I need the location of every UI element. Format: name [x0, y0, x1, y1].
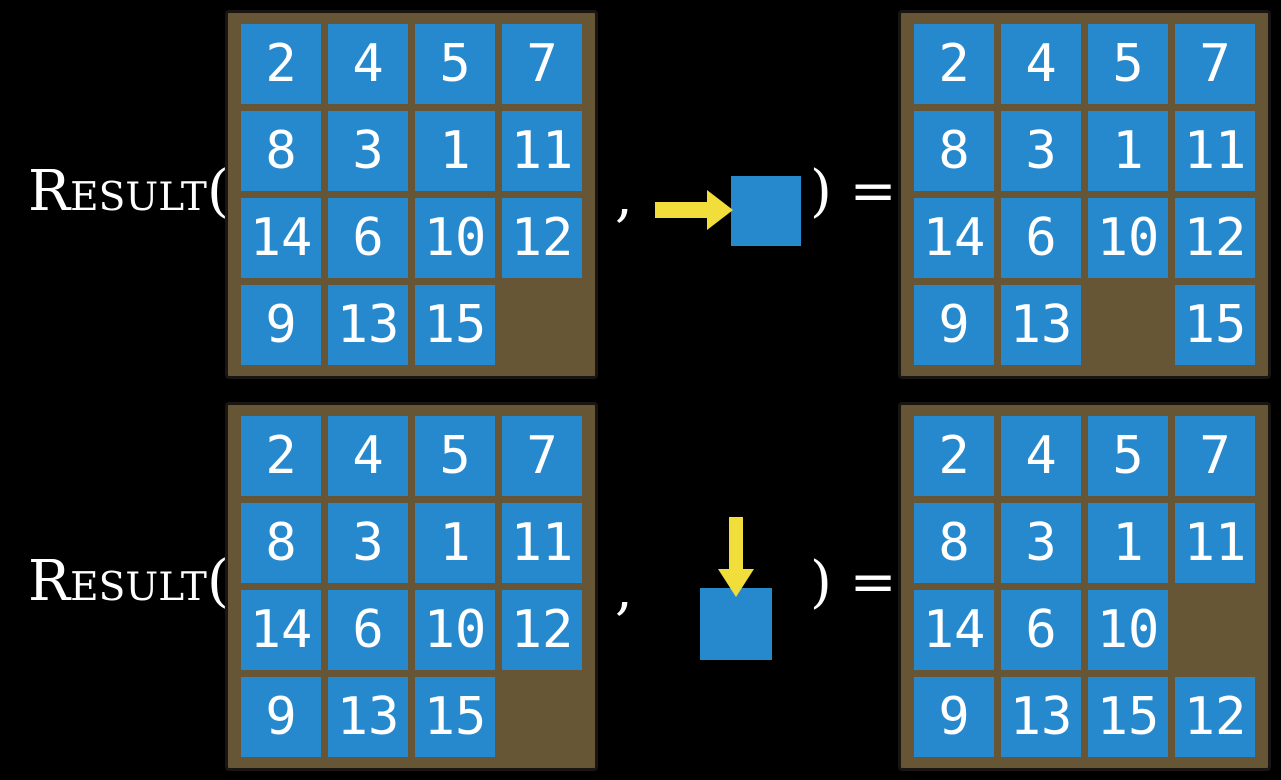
- tile-7: 7: [502, 416, 582, 496]
- tile-5: 5: [1088, 416, 1168, 496]
- tile-15: 15: [1175, 285, 1255, 365]
- tile-7: 7: [1175, 416, 1255, 496]
- tile-9: 9: [914, 677, 994, 757]
- tile-1: 1: [1088, 111, 1168, 191]
- tile-6: 6: [1001, 198, 1081, 278]
- empty-cell: [1175, 590, 1255, 670]
- tile-12: 12: [502, 590, 582, 670]
- tile-3: 3: [328, 503, 408, 583]
- tile-3: 3: [1001, 111, 1081, 191]
- tile-10: 10: [1088, 198, 1168, 278]
- tile-2: 2: [241, 24, 321, 104]
- tile-15: 15: [1088, 677, 1168, 757]
- blank-tile-square: [700, 588, 772, 660]
- tile-7: 7: [1175, 24, 1255, 104]
- tile-2: 2: [914, 416, 994, 496]
- comma: ,: [615, 557, 633, 622]
- tile-8: 8: [914, 111, 994, 191]
- tile-2: 2: [914, 24, 994, 104]
- tile-11: 11: [502, 503, 582, 583]
- tile-10: 10: [415, 198, 495, 278]
- tile-14: 14: [241, 198, 321, 278]
- tile-6: 6: [328, 590, 408, 670]
- tile-13: 13: [328, 285, 408, 365]
- comma: ,: [615, 164, 633, 229]
- tile-13: 13: [1001, 677, 1081, 757]
- tile-4: 4: [328, 24, 408, 104]
- tile-9: 9: [914, 285, 994, 365]
- tile-2: 2: [241, 416, 321, 496]
- tile-15: 15: [415, 285, 495, 365]
- function-name: Result: [28, 159, 207, 224]
- tile-12: 12: [1175, 677, 1255, 757]
- tile-4: 4: [1001, 24, 1081, 104]
- open-paren: (: [206, 549, 229, 614]
- tile-4: 4: [328, 416, 408, 496]
- tile-7: 7: [502, 24, 582, 104]
- tile-1: 1: [415, 503, 495, 583]
- close-paren-equals: ) =: [810, 159, 897, 224]
- tile-11: 11: [1175, 111, 1255, 191]
- arrow-down-icon: [716, 517, 756, 597]
- tile-6: 6: [1001, 590, 1081, 670]
- tile-13: 13: [1001, 285, 1081, 365]
- close-paren-equals: ) =: [810, 550, 897, 615]
- arrow-right-icon: [655, 190, 733, 230]
- tile-12: 12: [1175, 198, 1255, 278]
- result-function-label: Result(: [28, 554, 229, 610]
- tile-9: 9: [241, 677, 321, 757]
- tile-10: 10: [415, 590, 495, 670]
- empty-cell: [502, 677, 582, 757]
- result-function-label: Result(: [28, 164, 229, 220]
- tile-8: 8: [241, 111, 321, 191]
- function-name: Result: [28, 549, 207, 614]
- tile-5: 5: [415, 416, 495, 496]
- empty-cell: [1088, 285, 1168, 365]
- blank-tile-square: [731, 176, 801, 246]
- tile-14: 14: [914, 198, 994, 278]
- empty-cell: [502, 285, 582, 365]
- tile-11: 11: [1175, 503, 1255, 583]
- tile-1: 1: [415, 111, 495, 191]
- tile-5: 5: [1088, 24, 1168, 104]
- tile-4: 4: [1001, 416, 1081, 496]
- tile-9: 9: [241, 285, 321, 365]
- tile-14: 14: [241, 590, 321, 670]
- tile-12: 12: [502, 198, 582, 278]
- tile-11: 11: [502, 111, 582, 191]
- tile-6: 6: [328, 198, 408, 278]
- tile-8: 8: [241, 503, 321, 583]
- tile-3: 3: [1001, 503, 1081, 583]
- tile-13: 13: [328, 677, 408, 757]
- open-paren: (: [206, 159, 229, 224]
- tile-5: 5: [415, 24, 495, 104]
- tile-14: 14: [914, 590, 994, 670]
- tile-3: 3: [328, 111, 408, 191]
- tile-1: 1: [1088, 503, 1168, 583]
- tile-10: 10: [1088, 590, 1168, 670]
- tile-8: 8: [914, 503, 994, 583]
- tile-15: 15: [415, 677, 495, 757]
